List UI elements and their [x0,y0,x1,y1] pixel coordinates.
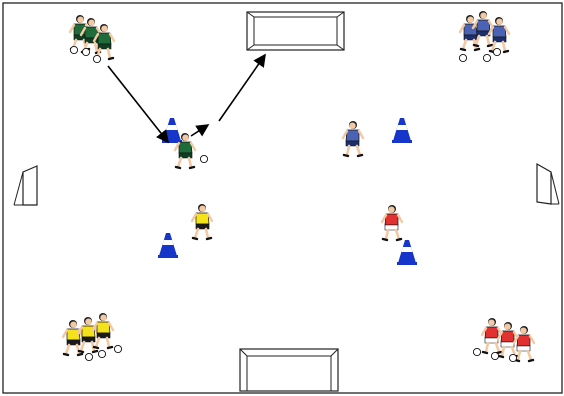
shot-arrow [218,53,266,122]
player-green-1-ball [69,45,79,55]
cone-bottom-right [397,240,417,265]
player-green-2 [79,18,103,55]
player-blue-1-ball [458,53,468,63]
player-green-active [173,133,197,170]
cone-top-right [392,118,412,143]
player-red-3 [512,326,536,363]
goal-top [246,11,345,51]
player-red-active [380,205,404,242]
player-blue-3 [487,17,511,54]
player-blue-2 [471,11,495,48]
player-red-3-ball [508,353,518,363]
player-red-2-ball [490,351,500,361]
player-yellow-3 [91,313,115,350]
player-yellow-active [190,204,214,241]
dribble-arrow [190,124,210,137]
player-blue-1 [458,15,482,52]
player-blue-2-ball [482,53,492,63]
player-red-1-ball [472,347,482,357]
player-blue-3-ball [492,47,502,57]
goal-bottom [239,348,339,392]
player-blue-active [341,121,365,158]
player-yellow-1-ball [84,352,94,362]
players-layer [61,11,536,363]
player-red-1 [480,318,504,355]
player-green-3-ball [92,54,102,64]
player-yellow-2-ball [97,349,107,359]
player-green-2-ball [81,47,91,57]
player-yellow-3-ball [113,344,123,354]
goal-left [13,165,38,206]
player-green-active-ball [199,154,209,164]
player-yellow-2 [76,317,100,354]
cone-bottom-left [158,233,178,258]
pass-arrow [107,65,169,144]
goal-right [536,162,560,205]
